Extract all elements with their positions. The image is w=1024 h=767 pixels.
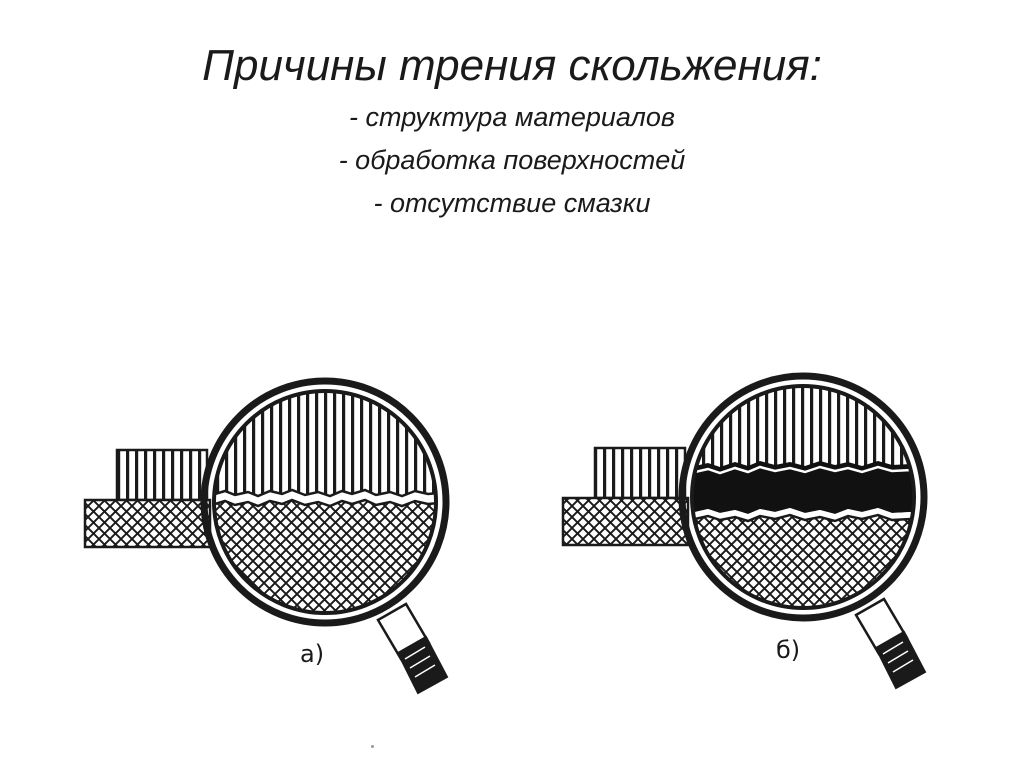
upper-material-a: [214, 391, 436, 500]
lubricant-layer-b: [692, 461, 914, 514]
lower-block-a: [83, 498, 212, 549]
cause-item-no-lubrication: - отсутствие смазки: [373, 188, 651, 218]
magnifier-handle-a: [376, 602, 449, 695]
magnifier-lens-b: [690, 384, 916, 610]
lower-block-b: [561, 496, 690, 547]
caption-b: б): [776, 636, 800, 664]
decorative-dot: [371, 745, 374, 748]
figure-a-no-lubricant: а): [83, 377, 450, 695]
slide-title: Причины трения скольжения:: [202, 41, 822, 90]
caption-a: а): [300, 640, 324, 668]
slide-header: Причины трения скольжения: - структура м…: [0, 40, 1024, 225]
upper-block-a: [115, 448, 209, 502]
magnifier-handle-b: [854, 597, 927, 690]
magnifier-lens-a: [212, 389, 438, 615]
figure-b-with-lubricant: б): [561, 372, 928, 690]
cause-list: - структура материалов - обработка повер…: [0, 96, 1024, 225]
cause-item-structure: - структура материалов: [349, 102, 675, 132]
cause-item-surface-treatment: - обработка поверхностей: [338, 145, 686, 175]
upper-block-b: [593, 446, 687, 500]
